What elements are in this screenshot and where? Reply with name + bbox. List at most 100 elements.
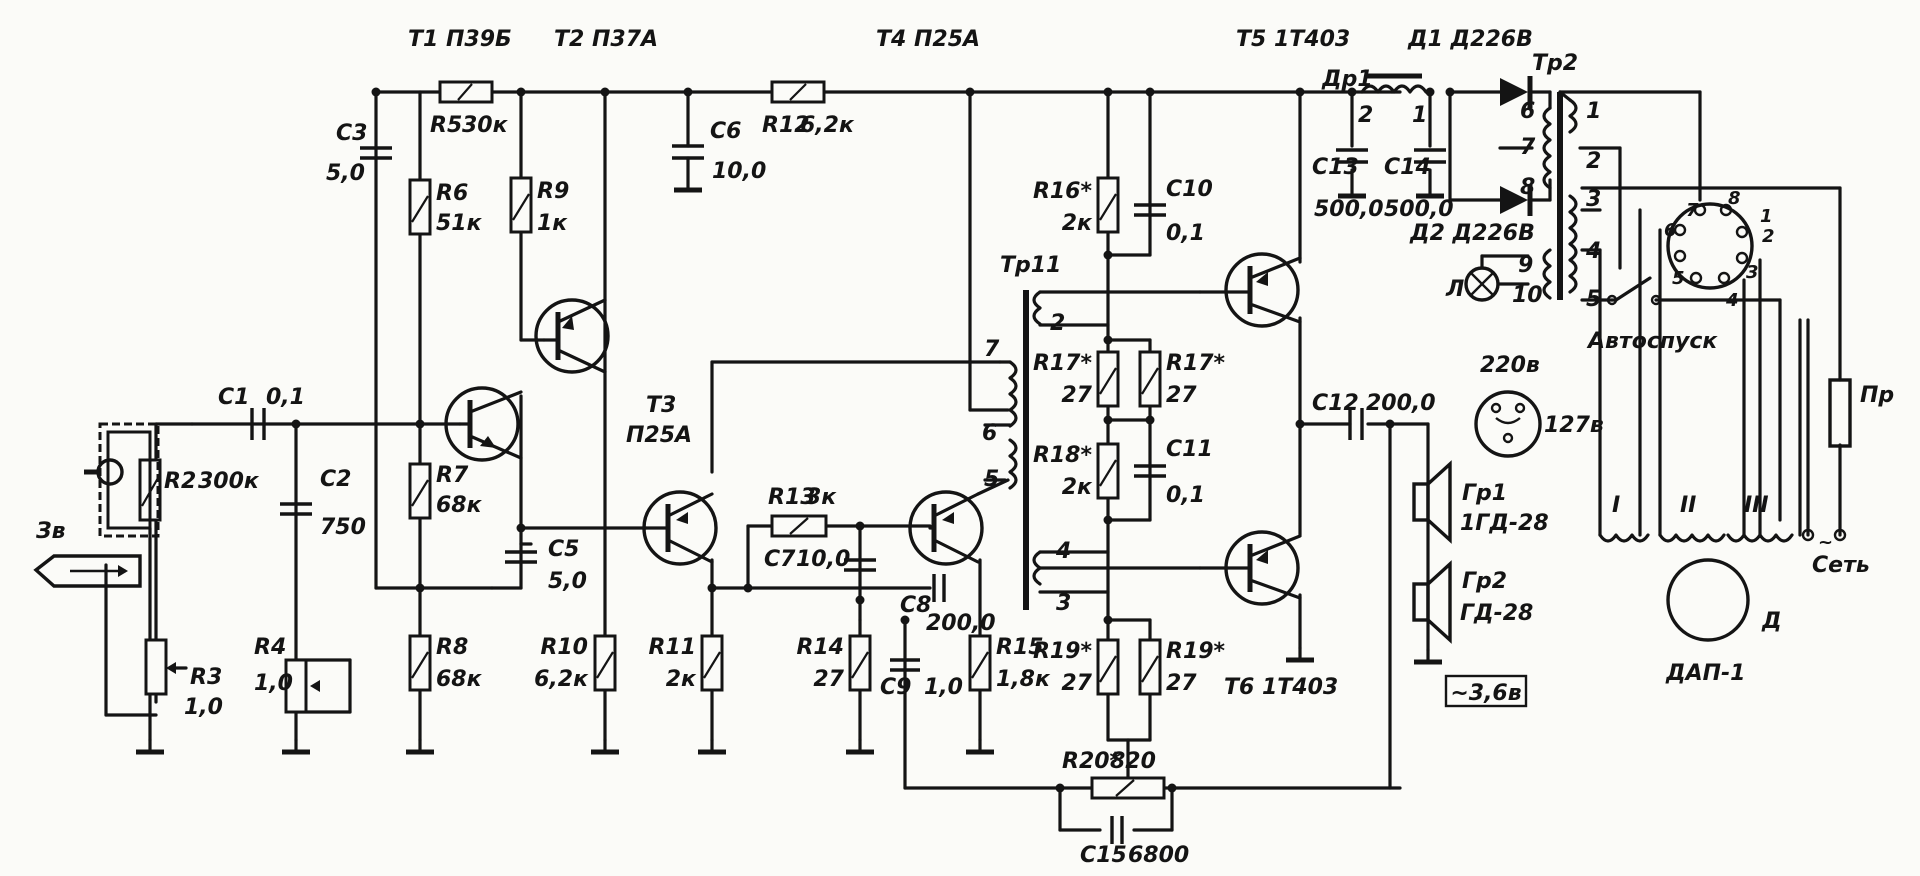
transistor-t2 bbox=[534, 298, 610, 374]
speaker2-type: ГД-28 bbox=[1460, 601, 1533, 626]
winding-1-label: I bbox=[1612, 493, 1620, 518]
r11-value: 2к bbox=[666, 667, 697, 692]
tr2-pin-7: 7 bbox=[1520, 135, 1536, 160]
transformer-tr1: Тр1 1 2 7 6 5 4 3 bbox=[982, 253, 1071, 616]
r20-value: 820 bbox=[1110, 749, 1156, 774]
r9-value: 1к bbox=[537, 211, 568, 236]
tr1-pin-1: 1 bbox=[1046, 253, 1061, 278]
c11-label: C11 bbox=[1166, 437, 1213, 462]
output-voltage-box: ~3,6в bbox=[1444, 674, 1528, 708]
plug-pin-1: 1 bbox=[1760, 206, 1773, 227]
c2-label: C2 bbox=[320, 467, 351, 492]
pickup-head: Зв bbox=[33, 422, 160, 588]
transistor-t4 bbox=[908, 478, 1010, 566]
t4-header: T4 П25А bbox=[876, 27, 980, 52]
c7-value: 10,0 bbox=[796, 547, 850, 572]
tr1-pin-2: 2 bbox=[1050, 311, 1065, 336]
plug-pin-5: 5 bbox=[1672, 268, 1685, 289]
r3-value: 1,0 bbox=[184, 695, 223, 720]
t6-footer: T6 1T403 bbox=[1224, 675, 1338, 700]
r18-label: R18* bbox=[1033, 443, 1093, 468]
c15-value: 6800 bbox=[1128, 843, 1189, 868]
c8-label: C8 bbox=[900, 593, 931, 618]
transistor-t1 bbox=[444, 386, 523, 462]
c13-label: C13 bbox=[1312, 155, 1359, 180]
r2-label: R2 bbox=[164, 469, 196, 494]
speaker1-name: Гр1 bbox=[1462, 481, 1507, 506]
c15-label: C15 bbox=[1080, 843, 1127, 868]
mains-input: Сеть ~ bbox=[1801, 528, 1870, 578]
lamp-label: Л bbox=[1445, 277, 1464, 302]
tr2-pin-8: 8 bbox=[1520, 175, 1535, 200]
c9-label: C9 bbox=[880, 675, 911, 700]
t3-type: П25А bbox=[626, 423, 692, 448]
ground-symbols bbox=[136, 648, 1442, 752]
r11-label: R11 bbox=[648, 635, 696, 660]
motor-type: ДАП-1 bbox=[1665, 661, 1745, 686]
c11-value: 0,1 bbox=[1166, 483, 1205, 508]
c1-label: C1 bbox=[218, 385, 249, 410]
r20-label: R20* bbox=[1062, 749, 1122, 774]
main-wiring bbox=[104, 90, 1842, 832]
dr1-pin-1: 1 bbox=[1412, 103, 1427, 128]
capacitors: C3 5,0 C6 10,0 C1 0,1 C2 750 C5 5,0 C7 1… bbox=[218, 90, 1454, 868]
t1-header: T1 П39Б bbox=[408, 27, 512, 52]
diode-d2: Д2 Д226В bbox=[1409, 184, 1535, 246]
tr2-pin-5: 5 bbox=[1586, 287, 1601, 312]
c12-value: 200,0 bbox=[1366, 391, 1436, 416]
r19b-label: R19* bbox=[1166, 639, 1226, 664]
c5-value: 5,0 bbox=[548, 569, 587, 594]
r8-value: 68к bbox=[436, 667, 483, 692]
voltage-220: 220в bbox=[1480, 353, 1540, 378]
tr1-label: Тр1 bbox=[1000, 253, 1046, 278]
d1-header: Д1 Д226В bbox=[1407, 27, 1533, 52]
speaker2-name: Гр2 bbox=[1462, 569, 1507, 594]
r3-label: R3 bbox=[190, 665, 222, 690]
autostart-label: Автоспуск bbox=[1586, 329, 1718, 354]
speaker1-type: 1ГД-28 bbox=[1460, 511, 1549, 536]
r9-label: R9 bbox=[537, 179, 569, 204]
r17b-value: 27 bbox=[1166, 383, 1197, 408]
r6-label: R6 bbox=[436, 181, 468, 206]
r6-value: 51к bbox=[436, 211, 483, 236]
tr2-pin-2: 2 bbox=[1586, 149, 1601, 174]
voltage-selector-plug: 1 2 3 4 5 6 7 8 bbox=[1664, 188, 1775, 311]
tr1-pin-3: 3 bbox=[1056, 591, 1071, 616]
tr2-pin-10: 10 bbox=[1512, 283, 1543, 308]
r19a-value: 27 bbox=[1061, 671, 1092, 696]
r18-value: 2к bbox=[1062, 475, 1093, 500]
motor-windings: I II III bbox=[1598, 493, 1794, 543]
r17a-label: R17* bbox=[1033, 351, 1093, 376]
plug-pin-7: 7 bbox=[1686, 200, 1699, 221]
choke-dr1: Др1 2 1 bbox=[1321, 67, 1428, 128]
plug-pin-3: 3 bbox=[1746, 262, 1759, 283]
r10-value: 6,2к bbox=[534, 667, 589, 692]
r7-value: 68к bbox=[436, 493, 483, 518]
motor-label: Д bbox=[1761, 609, 1782, 634]
r14-label: R14 bbox=[796, 635, 844, 660]
output-voltage: ~3,6в bbox=[1450, 681, 1521, 706]
transistor-t6: T6 1T403 bbox=[1198, 530, 1338, 700]
r16-value: 2к bbox=[1062, 211, 1093, 236]
winding-3-label: III bbox=[1744, 493, 1769, 518]
motor-dap1: Д ДАП-1 bbox=[1665, 558, 1782, 686]
r17b-label: R17* bbox=[1166, 351, 1226, 376]
t3-label: T3 bbox=[646, 393, 676, 418]
tr1-pin-5: 5 bbox=[984, 467, 999, 492]
r4-value: 1,0 bbox=[254, 671, 293, 696]
speaker-gr1: Гр1 1ГД-28 bbox=[1412, 460, 1549, 544]
r16-label: R16* bbox=[1033, 179, 1093, 204]
transformer-tr2: Тр2 6 7 8 9 10 1 2 3 4 5 bbox=[1512, 51, 1601, 312]
c10-value: 0,1 bbox=[1166, 221, 1205, 246]
tr2-pin-4: 4 bbox=[1585, 239, 1601, 264]
diode-d1 bbox=[1500, 76, 1533, 108]
c12-label: C12 bbox=[1312, 391, 1359, 416]
c3-value: 5,0 bbox=[326, 161, 365, 186]
voltage-127: 127в bbox=[1544, 413, 1604, 438]
lamp-l: Л bbox=[1445, 254, 1530, 302]
r7-label: R7 bbox=[436, 463, 469, 488]
r15-value: 1,8к bbox=[996, 667, 1051, 692]
mains-label: Сеть bbox=[1812, 553, 1870, 578]
c6-value: 10,0 bbox=[712, 159, 766, 184]
